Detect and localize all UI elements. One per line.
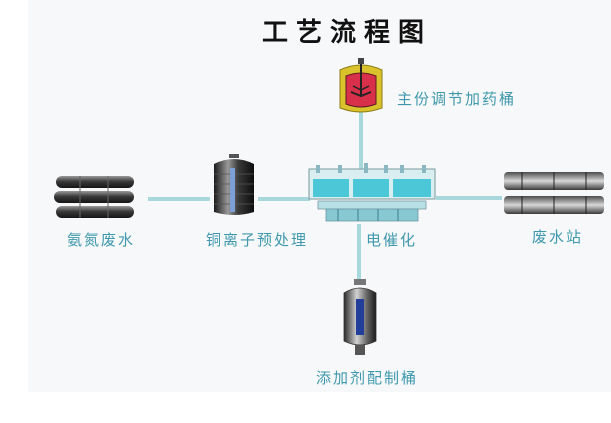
dosing-tank-icon bbox=[339, 58, 383, 113]
pretreatment-tank-icon bbox=[214, 154, 254, 215]
pipe-additive-to-reactor bbox=[357, 224, 361, 282]
ammonia-wastewater-pipes-icon bbox=[54, 176, 134, 218]
additive-tank-icon bbox=[343, 279, 377, 355]
pipe-dosing-to-reactor bbox=[359, 111, 363, 169]
label-wastewater-station: 废水站 bbox=[532, 228, 584, 246]
label-ammonia-wastewater: 氨氮废水 bbox=[67, 231, 136, 249]
diagram-title: 工艺流程图 bbox=[262, 18, 433, 48]
pipe-pretreatment-to-reactor bbox=[258, 197, 310, 201]
wastewater-station-pipes-icon bbox=[504, 172, 604, 214]
pipe-feed-to-pretreatment bbox=[148, 197, 210, 201]
label-electrocatalysis: 电催化 bbox=[366, 231, 418, 249]
label-copper-pretreatment: 铜离子预处理 bbox=[206, 231, 309, 249]
label-main-adjust-tank: 主份调节加药桶 bbox=[397, 90, 517, 108]
electrocatalysis-reactor-icon bbox=[308, 163, 436, 222]
label-additive-tank: 添加剂配制桶 bbox=[316, 369, 419, 387]
pipe-reactor-to-station bbox=[436, 196, 502, 200]
